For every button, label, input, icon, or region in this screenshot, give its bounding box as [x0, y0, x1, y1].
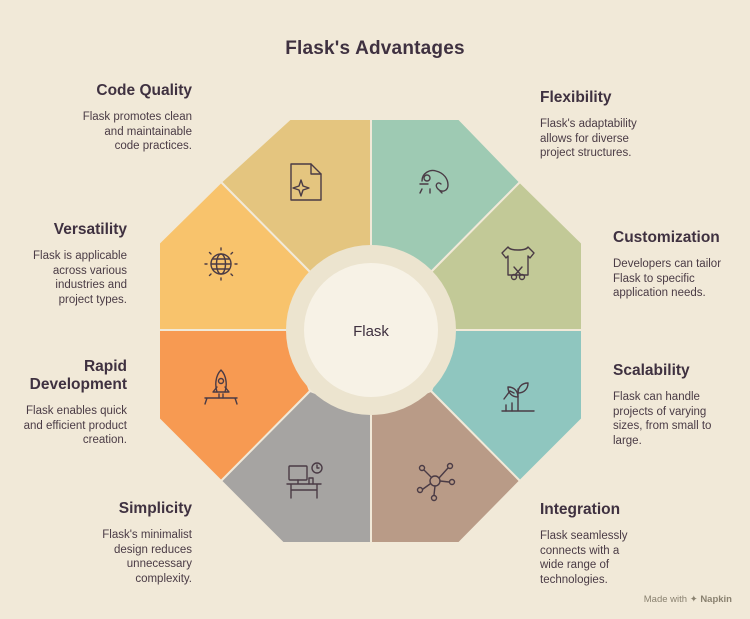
- card-title: Customization: [613, 229, 720, 246]
- diagram-title: Flask's Advantages: [285, 38, 465, 59]
- card-title: Integration: [540, 501, 621, 518]
- code-file-icon: [290, 163, 322, 201]
- napkin-logo-icon: ✦: [689, 594, 698, 605]
- growing-plant-icon: [501, 382, 535, 412]
- segment-versatility: [158, 180, 312, 331]
- card-description: Flask seamlessly connects with a wide ra…: [540, 530, 628, 586]
- card-description: Flask can handle projects of varying siz…: [613, 391, 712, 447]
- card-description: Flask enables quick and efficient produc…: [23, 405, 127, 446]
- card-title: Rapid Development: [29, 358, 127, 393]
- card-title: Code Quality: [96, 82, 192, 99]
- napkin-logo-text: Napkin: [700, 594, 732, 605]
- card-customization: Customization Developers can tailor Flas…: [613, 229, 738, 301]
- card-description: Developers can tailor Flask to specific …: [613, 258, 722, 299]
- card-versatility: Versatility Flask is applicable across v…: [10, 221, 127, 307]
- card-integration: Integration Flask seamlessly connects wi…: [540, 501, 660, 587]
- card-scalability: Scalability Flask can handle projects of…: [613, 362, 733, 448]
- card-title: Simplicity: [118, 500, 192, 517]
- card-description: Flask's adaptability allows for diverse …: [540, 118, 637, 159]
- card-code-quality: Code Quality Flask promotes clean and ma…: [40, 82, 192, 154]
- tailoring-shirt-icon: [501, 246, 535, 281]
- made-with-label: Made with: [643, 594, 688, 605]
- card-simplicity: Simplicity Flask's minimalist design red…: [60, 500, 192, 586]
- card-rapid-development: Rapid Development Flask enables quick an…: [10, 358, 127, 448]
- card-description: Flask's minimalist design reduces unnece…: [102, 529, 192, 585]
- card-description: Flask promotes clean and maintainable co…: [82, 111, 192, 152]
- rocket-launch-icon: [204, 369, 238, 405]
- center-label: Flask: [353, 323, 389, 340]
- network-hub-icon: [416, 462, 456, 502]
- card-title: Versatility: [53, 221, 127, 238]
- card-description: Flask is applicable across various indus…: [33, 250, 127, 306]
- card-title: Flexibility: [540, 89, 612, 106]
- card-title: Scalability: [613, 362, 690, 379]
- card-flexibility: Flexibility Flask's adaptability allows …: [540, 89, 660, 161]
- made-with-napkin-badge: Made with ✦ Napkin: [644, 594, 732, 605]
- desk-workstation-icon: [286, 462, 323, 499]
- chameleon-icon: [419, 169, 449, 194]
- globe-icon: [204, 247, 238, 281]
- center-circle: [304, 263, 438, 397]
